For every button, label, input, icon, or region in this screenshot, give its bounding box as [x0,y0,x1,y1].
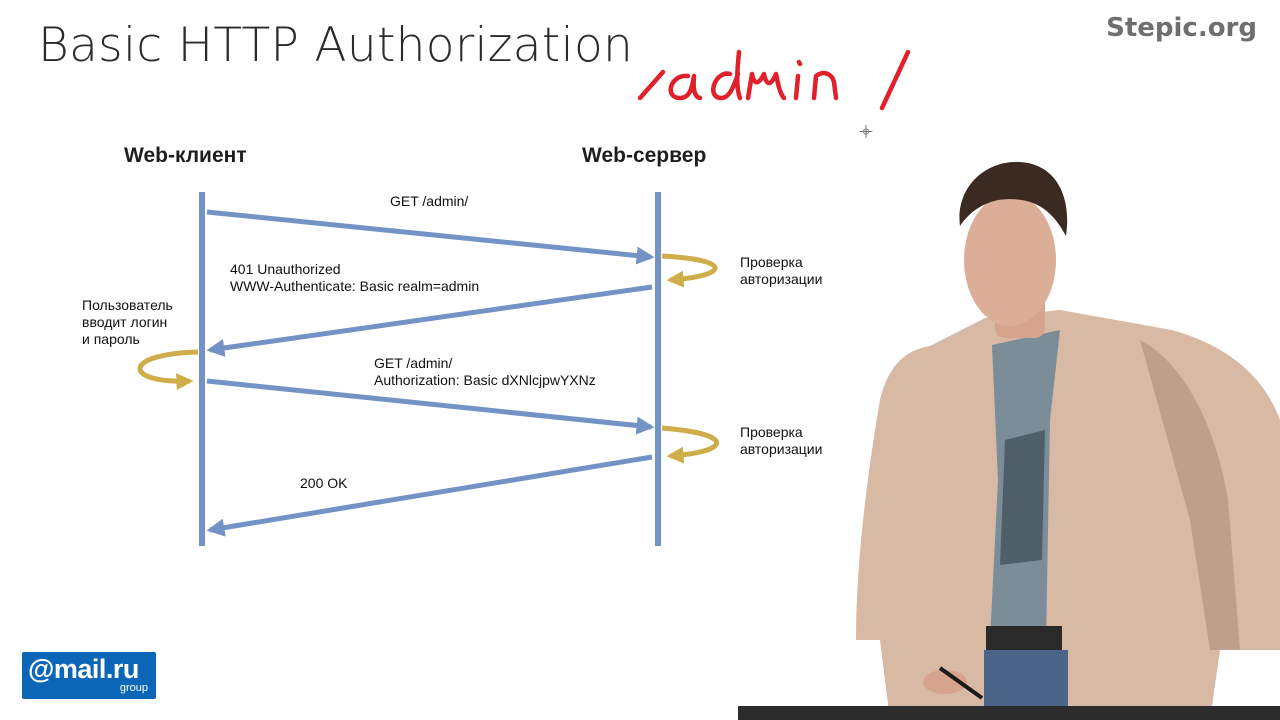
slide-title: Basic HTTP Authorization [38,18,634,73]
server-check-loop-2 [661,425,719,464]
server-check-loop-1 [661,253,718,288]
cursor-crosshair-icon [859,125,873,138]
request-get-admin-label: GET /admin/ [390,193,469,209]
response-200-label: 200 OK [300,475,348,491]
request-authorized-header: Authorization: Basic dXNlcjpwYXNz [374,372,596,388]
arrow-get-admin [206,209,655,265]
client-note-line: Пользователь [82,297,173,313]
response-401-status: 401 Unauthorized [230,261,341,277]
request-authorized-label: GET /admin/ Authorization: Basic dXNlcjp… [374,355,596,389]
presenter-shirt-print [1000,430,1045,565]
client-note-line: вводит логин [82,314,168,330]
presenter-face [964,194,1056,326]
client-actor-label: Web-клиент [124,144,247,167]
response-401-header: WWW-Authenticate: Basic realm=admin [230,278,480,294]
server-check-note-line: Проверка [740,424,803,440]
server-check-note-1: Проверка авторизации [740,254,822,288]
response-401-label: 401 Unauthorized WWW-Authenticate: Basic… [230,261,479,295]
server-check-note-2: Проверка авторизации [740,424,822,458]
client-note: Пользователь вводит логин и пароль [82,297,173,348]
handwriting-strokes [637,49,911,111]
server-check-note-line: авторизации [740,271,823,287]
arrow-200-ok [206,454,653,537]
arrow-get-admin-authorized [206,378,655,435]
presenter-hair [959,161,1068,236]
request-authorized-line: GET /admin/ [374,355,453,371]
drawing-tablet [738,706,1280,720]
server-check-note-line: авторизации [740,441,823,457]
server-check-note-line: Проверка [740,254,803,270]
mailru-logo-subtext: group [119,682,148,694]
presenter-hand [923,670,967,694]
server-actor-label: Web-сервер [582,144,707,167]
mailru-logo-text: @mail.ru [28,654,139,684]
presenter-jacket-shade [1140,340,1240,650]
stepic-brand: Stepic.org [1106,13,1257,43]
mailru-group-logo: @mail.ru group [22,652,156,699]
client-note-line: и пароль [82,331,140,347]
presenter-pen [938,666,984,700]
arrow-401-unauthorized [206,284,653,357]
presenter-belt [986,626,1062,650]
client-input-loop [137,349,199,391]
